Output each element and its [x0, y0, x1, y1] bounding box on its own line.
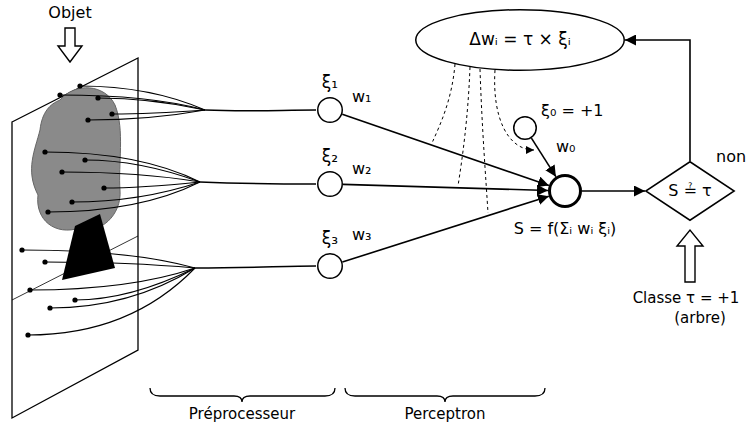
sensor-wire	[60, 95, 205, 110]
sensor-wire	[80, 86, 205, 110]
edge-label: w₀	[556, 138, 576, 156]
sensor-wires	[22, 86, 316, 335]
bias-neuron: ξ₀ = +1	[513, 116, 537, 140]
sensor-dot	[109, 111, 114, 116]
connector	[625, 40, 690, 161]
ellipse-shape	[416, 10, 625, 71]
input-label: ξ₂	[322, 147, 338, 167]
input-label: ξ₁	[322, 73, 338, 93]
sensor-wire	[104, 182, 200, 188]
sensor-bundle	[200, 182, 316, 184]
sensor-dot	[77, 83, 82, 88]
decision-text: S ≟ τ	[668, 182, 711, 200]
class-name: (arbre)	[674, 310, 726, 327]
sensor-dot	[69, 199, 74, 204]
sensor-dot	[82, 157, 87, 162]
section-label: Préprocesseur	[189, 406, 295, 423]
connector	[342, 114, 549, 185]
update-line	[458, 67, 470, 186]
sensor-dot	[59, 169, 64, 174]
update-rule: Δwᵢ = τ × ξᵢ	[469, 30, 570, 50]
sensor-dot	[25, 332, 30, 337]
circle-shape	[318, 98, 343, 123]
edge-label: w₁	[352, 88, 372, 106]
sensor-wire	[45, 152, 200, 182]
sensor-dots	[19, 83, 114, 337]
sensor-dot	[42, 259, 47, 264]
input-neuron: ξ₁	[317, 97, 343, 123]
retina-plane	[12, 58, 138, 418]
input-neuron: ξ₃	[317, 253, 343, 279]
input-neuron: ξ₂	[317, 171, 343, 197]
object-label: Objet	[48, 4, 91, 22]
circle-shape	[318, 172, 343, 197]
decision-diamond: S ≟ τ	[645, 161, 735, 221]
sensor-wire	[72, 182, 200, 202]
tree-trunk	[62, 214, 115, 280]
update-rule-ellipse: Δwᵢ = τ × ξᵢ	[415, 9, 625, 71]
sensor-wire	[45, 262, 195, 268]
weight-update-lines	[432, 64, 534, 213]
sensor-dot	[57, 92, 62, 97]
sensor-dot	[27, 287, 32, 292]
sensor-wire	[22, 250, 195, 268]
sensor-wire	[48, 182, 200, 212]
edge-label: w₃	[352, 226, 372, 244]
sensor-dot	[85, 117, 90, 122]
ground-line	[12, 236, 138, 300]
class-label: Classe τ = +1	[633, 290, 740, 307]
object-arrow	[58, 28, 82, 62]
output-neuron: S = f(Σᵢ wᵢ ξᵢ)	[548, 174, 582, 208]
sensor-wire	[98, 98, 205, 110]
circle-outline	[548, 174, 582, 208]
sensor-bundle	[205, 109, 316, 111]
sensor-dot	[47, 305, 52, 310]
output-formula: S = f(Σᵢ wᵢ ξᵢ)	[514, 220, 617, 238]
sensor-wire	[62, 172, 200, 182]
class-arrow	[677, 230, 703, 282]
input-label: ξ₃	[322, 229, 338, 249]
update-line	[432, 64, 455, 143]
sensor-wire	[75, 268, 195, 300]
connector	[531, 138, 555, 177]
sensor-dot	[19, 247, 24, 252]
sensor-bundle	[195, 266, 316, 268]
edge-label: non	[716, 148, 746, 166]
sensor-dot	[101, 185, 106, 190]
sensor-wire	[85, 160, 200, 182]
update-line	[480, 69, 488, 213]
sensor-wire	[28, 268, 195, 335]
circle-outline	[317, 97, 343, 123]
circle-shape	[550, 176, 581, 207]
sensor-dot	[45, 209, 50, 214]
circle-shape	[318, 254, 343, 279]
circle-outline	[513, 116, 537, 140]
circle-shape	[514, 117, 537, 140]
sensor-dot	[42, 149, 47, 154]
bracket	[150, 388, 335, 402]
sensor-wire	[88, 110, 205, 120]
bias-label: ξ₀ = +1	[541, 102, 604, 120]
circle-outline	[317, 171, 343, 197]
connector	[582, 190, 645, 192]
section-label: Perceptron	[405, 406, 486, 423]
edge-label: w₂	[352, 160, 372, 178]
bracket	[345, 388, 545, 402]
diamond-shape	[646, 162, 734, 221]
sensor-dot	[72, 297, 77, 302]
sensor-dot	[95, 95, 100, 100]
circle-outline	[317, 253, 343, 279]
connector	[343, 184, 548, 190]
